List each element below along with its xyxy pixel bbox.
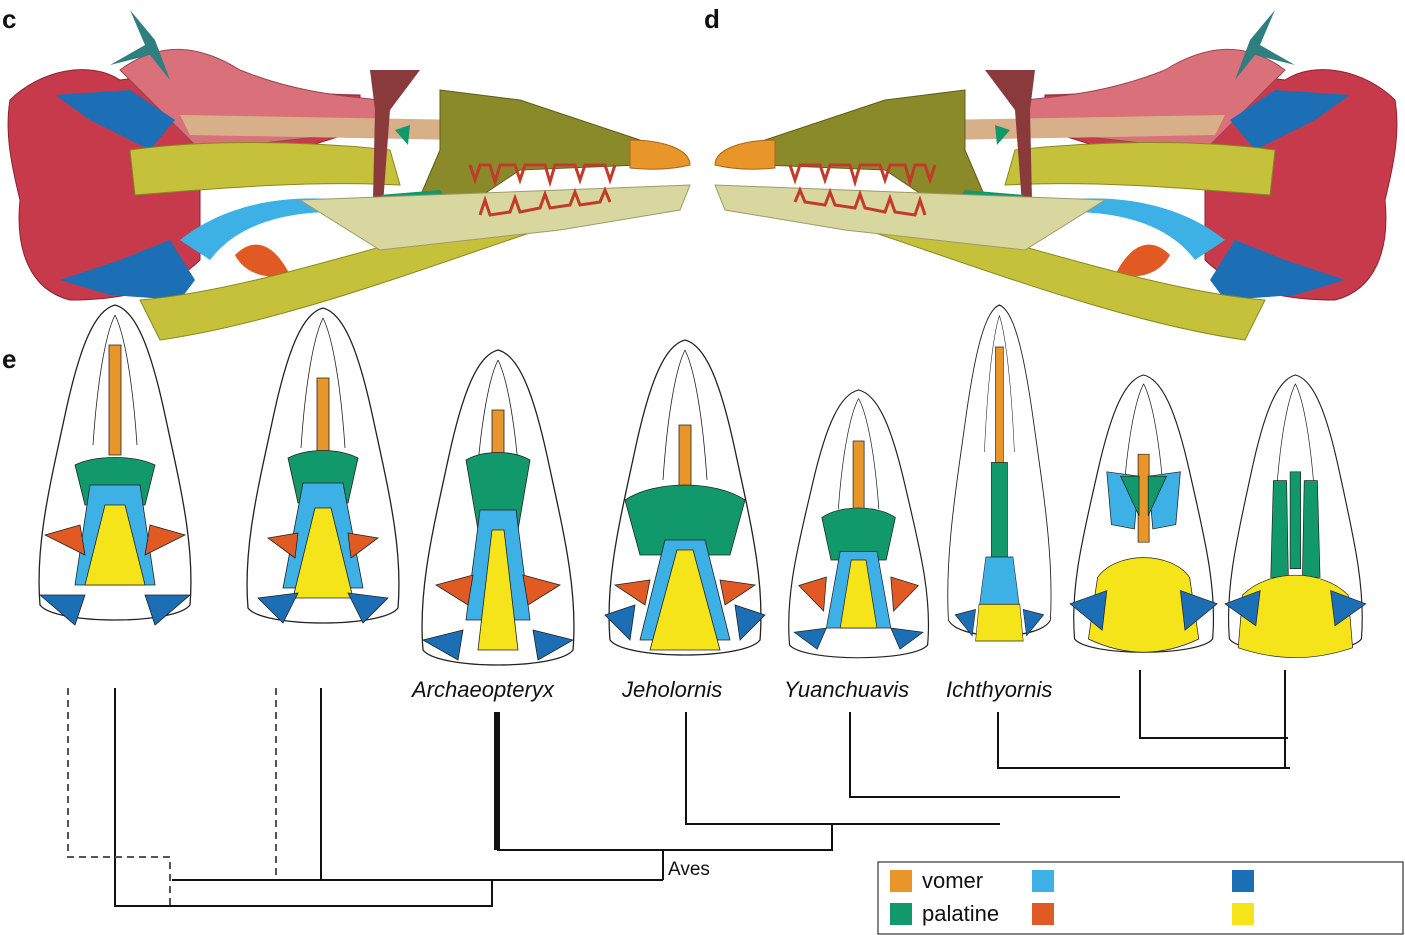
legend-swatch-vomer [890, 870, 912, 892]
legend: vomer palatine [877, 861, 1404, 935]
legend-swatch-ectopterygoid [1032, 903, 1054, 925]
panel-label-d: d [704, 4, 720, 34]
taxon-label-yuanchuavis: Yuanchuavis [784, 677, 909, 702]
panel-label-c: c [2, 4, 17, 34]
cladogram [67, 670, 1290, 907]
legend-swatch-parasphenoid [1232, 903, 1254, 925]
skull-diagram-7 [1069, 374, 1218, 653]
skull-diagram-yuanchuavis [788, 389, 930, 659]
skull-diagram-jeholornis [604, 339, 766, 656]
taxon-label-jeholornis: Jeholornis [621, 677, 722, 702]
skull-diagram-2 [246, 307, 400, 624]
taxon-label-archaeopteryx: Archaeopteryx [410, 677, 555, 702]
skull-diagram-archaeopteryx [421, 349, 575, 666]
skull-diagram-ichthyornis [947, 304, 1052, 642]
legend-swatch-pterygoid [1032, 870, 1054, 892]
skull-diagram-8 [1224, 374, 1367, 658]
legend-label-palatine: palatine [922, 901, 999, 926]
legend-swatch-palatine [890, 903, 912, 925]
skull-diagram-1 [38, 304, 192, 626]
skull-render-lateral-d [713, 8, 1399, 342]
taxon-label-ichthyornis: Ichthyornis [946, 677, 1052, 702]
legend-swatch-quadrate [1232, 870, 1254, 892]
panel-label-e: e [2, 344, 17, 374]
node-label-aves: Aves [668, 859, 710, 880]
skull-render-lateral-c [6, 8, 692, 342]
legend-label-vomer: vomer [922, 868, 983, 893]
